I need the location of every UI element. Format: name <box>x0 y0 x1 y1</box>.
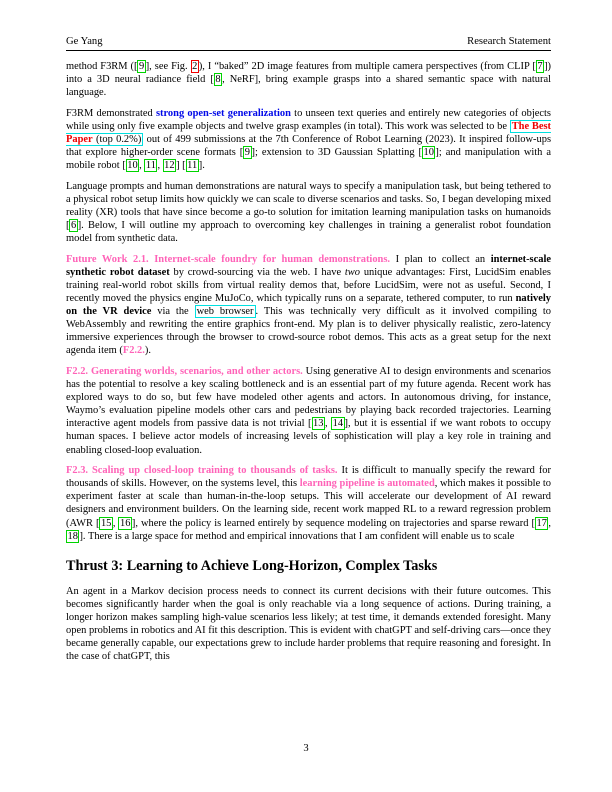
document-body: method F3RM ([9], see Fig. 2), I “baked”… <box>66 60 551 663</box>
text-segment: , <box>157 160 163 172</box>
text-segment: out of 499 submissions at the 7th Confer… <box>66 133 552 159</box>
citation-link-12[interactable]: 12 <box>162 159 177 173</box>
future-work-2-1-heading: Future Work 2.1. Internet-scale foundry … <box>66 253 391 265</box>
section-heading-thrust-3: Thrust 3: Learning to Achieve Long-Horiz… <box>66 558 551 575</box>
citation-link-11[interactable]: 11 <box>144 159 158 173</box>
header-title: Research Statement <box>467 36 551 47</box>
text-segment: , NeRF], bring example grasps into a sha… <box>66 74 552 99</box>
text-segment: two <box>344 266 360 278</box>
text-segment: , which makes it possible to experiment … <box>66 478 551 529</box>
text-segment: ], where the policy is learned entirely … <box>131 517 535 529</box>
text-segment: It is difficult to manually specify the … <box>66 465 551 490</box>
citation-link-14[interactable]: 14 <box>331 417 345 431</box>
text-segment: , <box>112 517 119 529</box>
text-segment: ], but it is essential if we want robots… <box>66 418 551 456</box>
text-segment: ]; and manipulation with a mobile robot … <box>66 147 551 172</box>
paragraph-best-paper: F3RM demonstrated strong open-set genera… <box>66 107 552 173</box>
text-segment: I plan to collect an <box>390 253 491 265</box>
paragraph-f2-3: F2.3. Scaling up closed-loop training to… <box>66 464 551 543</box>
text-segment: ] [ <box>176 160 186 172</box>
emphasis-pipeline-automated: learning pipeline is automated <box>299 478 435 490</box>
header-author: Ge Yang <box>66 36 103 47</box>
ref-link-f2-2[interactable]: F2.2. <box>122 345 145 357</box>
text-segment: ]) into a 3D neural radiance field [ <box>66 61 552 86</box>
citation-link-10[interactable]: 10 <box>125 159 140 173</box>
text-segment: Language prompts and human demonstration… <box>66 180 551 232</box>
best-paper-label: The Best Paper <box>66 120 551 145</box>
paragraph-future-work-2-1: Future Work 2.1. Internet-scale foundry … <box>66 253 551 358</box>
web-browser-url-link[interactable]: web browser <box>194 305 256 319</box>
citation-link-18[interactable]: 18 <box>66 529 80 543</box>
f2-3-heading: F2.3. Scaling up closed-loop training to… <box>66 465 338 477</box>
citation-link-6[interactable]: 6 <box>69 219 78 233</box>
text-segment: via the <box>151 306 195 318</box>
text-segment: Using generative AI to design environmen… <box>66 365 551 430</box>
figure-ref-link-2[interactable]: 2 <box>190 60 199 73</box>
page-number: 3 <box>303 743 309 754</box>
citation-link-9[interactable]: 9 <box>243 146 252 160</box>
emphasis-internet-scale-dataset: internet-scale synthetic robot dataset <box>66 253 551 278</box>
text-segment: ). <box>144 345 151 357</box>
page-header: Ge Yang Research Statement <box>66 36 551 51</box>
text-segment: ], see Fig. <box>145 61 191 72</box>
citation-link-13[interactable]: 13 <box>311 417 325 431</box>
text-segment: ]. Below, I will outline my approach to … <box>66 220 551 245</box>
paragraph-markov: An agent in a Markov decision process ne… <box>66 585 551 664</box>
best-paper-award-link[interactable]: The Best Paper (top 0.2%) <box>66 119 551 146</box>
text-segment: An agent in a Markov decision process ne… <box>66 585 551 663</box>
text-segment: method F3RM ([ <box>66 61 138 72</box>
text-segment: . This was technically very difficult as… <box>66 306 551 357</box>
f2-2-heading: F2.2. Generating worlds, scenarios, and … <box>66 365 303 377</box>
best-paper-percent: (top 0.2%) <box>92 133 142 145</box>
citation-link-17[interactable]: 17 <box>534 516 549 530</box>
paragraph-f3rm-method: method F3RM ([9], see Fig. 2), I “baked”… <box>66 60 551 99</box>
text-segment: ]; extension to 3D Gaussian Splatting [ <box>251 147 422 159</box>
citation-link-8[interactable]: 8 <box>213 73 223 87</box>
text-segment: unique advantages: First, LucidSim enabl… <box>66 266 551 304</box>
citation-link-16[interactable]: 16 <box>118 516 132 530</box>
paragraph-f2-2: F2.2. Generating worlds, scenarios, and … <box>66 365 551 457</box>
text-segment: , <box>548 517 552 529</box>
text-segment: ]. There is a large space for method and… <box>79 530 515 542</box>
text-segment: F3RM demonstrated <box>66 107 156 119</box>
citation-link-9[interactable]: 9 <box>137 60 146 73</box>
emphasis-natively-on-vr: natively on the VR device <box>66 293 551 318</box>
text-segment: ), I “baked” 2D image features from mult… <box>198 61 536 72</box>
text-segment: ]. <box>198 160 205 172</box>
citation-link-10[interactable]: 10 <box>421 146 436 160</box>
thrust-3-title: Thrust 3: Learning to Achieve Long-Horiz… <box>66 557 438 574</box>
text-segment: to unseen text queries and entirely new … <box>66 107 551 132</box>
text-segment: , <box>139 160 145 172</box>
text-segment: by crowd-sourcing via the web. I have <box>169 266 345 278</box>
citation-link-15[interactable]: 15 <box>99 516 113 530</box>
emphasis-open-set-generalization: strong open-set generalization <box>155 107 291 119</box>
paragraph-xr-tools: Language prompts and human demonstration… <box>66 180 551 245</box>
citation-link-11[interactable]: 11 <box>185 159 199 173</box>
text-segment: , <box>324 418 332 430</box>
citation-link-7[interactable]: 7 <box>535 60 545 73</box>
